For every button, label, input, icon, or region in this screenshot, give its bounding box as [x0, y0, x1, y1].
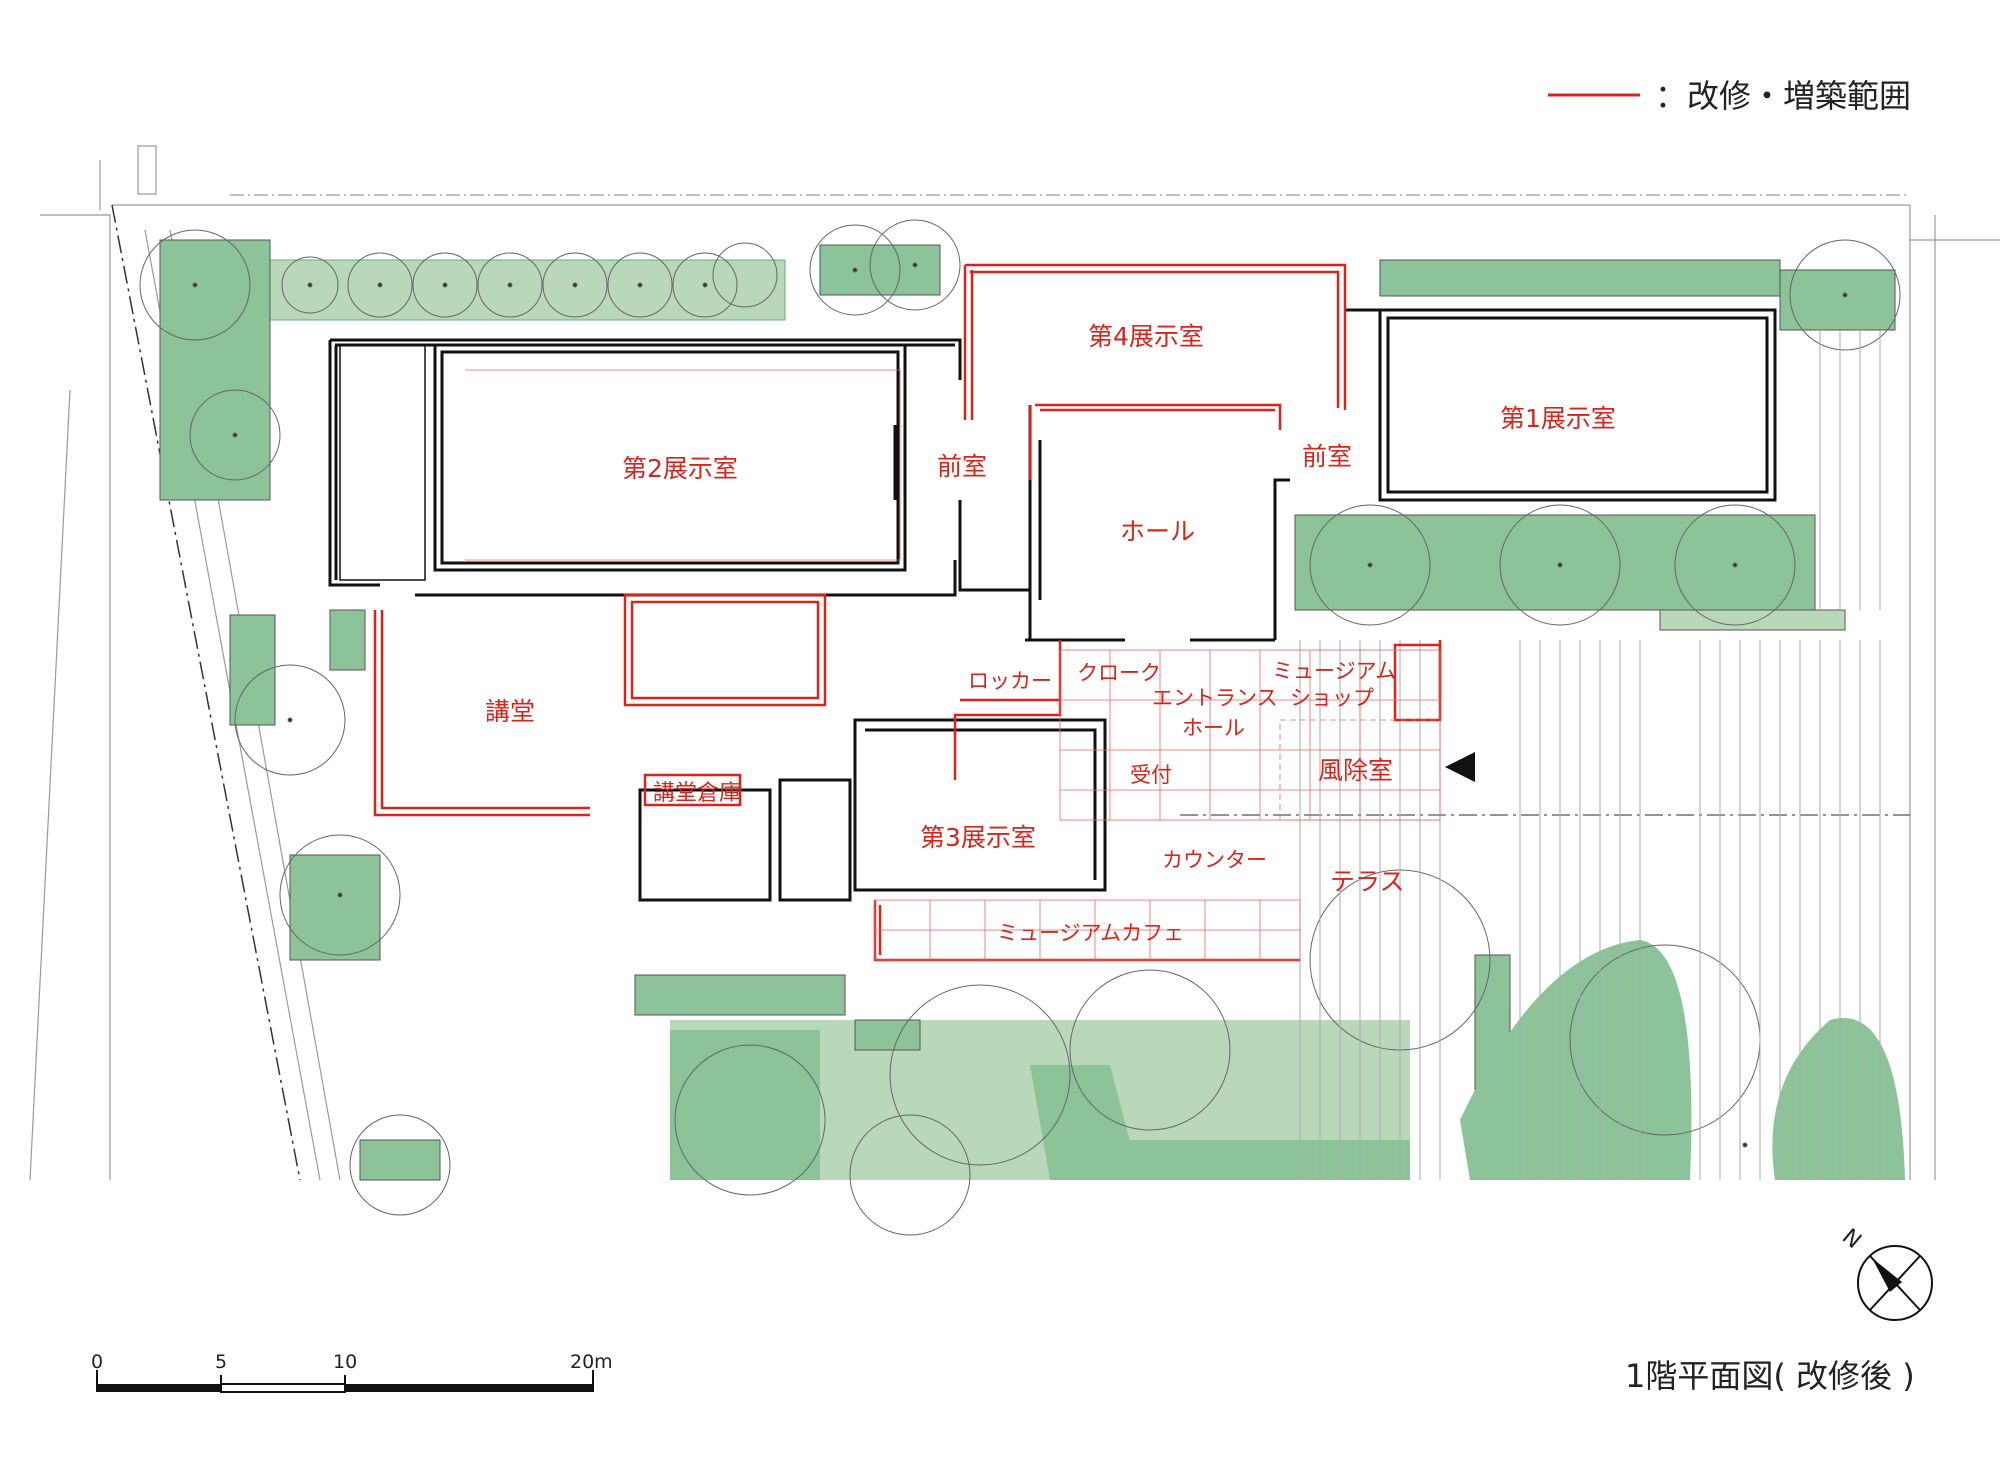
garden	[1030, 1065, 1140, 1180]
building-walls	[328, 308, 1777, 902]
label-anteroom-left: 前室	[937, 452, 987, 481]
label-entrance-1: エントランス	[1152, 686, 1278, 710]
drawing-title: 1階平面図( 改修後 )	[1625, 1357, 1915, 1395]
label-gallery2: 第2展示室	[622, 454, 738, 483]
label-shop-2: ショップ	[1290, 686, 1374, 710]
label-auditorium-storage: 講堂倉庫	[653, 781, 741, 806]
north-arrow: N	[1837, 1224, 1933, 1321]
garden	[1772, 1018, 1905, 1180]
lawn	[634, 974, 846, 1016]
garden	[1120, 1140, 1410, 1180]
room-labels: 第4展示室 第1展示室 第2展示室 前室 前室 ホール 講堂 講堂倉庫 ロッカー…	[485, 322, 1616, 945]
lawn	[359, 1139, 441, 1181]
renovation-lines	[373, 263, 1442, 962]
lawn	[1379, 259, 1781, 297]
lawn	[159, 239, 271, 501]
label-gallery1: 第1展示室	[1500, 404, 1616, 433]
lawn	[1779, 269, 1896, 331]
scale-tick-20m: 20m	[570, 1351, 613, 1373]
label-anteroom-right: 前室	[1302, 442, 1352, 471]
scale-bar: 0 5 10 20m	[91, 1351, 613, 1393]
lawn	[329, 609, 366, 671]
scale-tick-5: 5	[215, 1351, 227, 1373]
red-grid	[465, 369, 1441, 961]
label-terrace: テラス	[1330, 867, 1405, 896]
stair	[638, 788, 772, 902]
label-gallery3: 第3展示室	[920, 823, 1036, 852]
lawn	[854, 1019, 921, 1051]
landscape	[139, 219, 1905, 1236]
lawn	[289, 854, 381, 961]
north-label: N	[1837, 1224, 1866, 1254]
garden	[670, 1030, 820, 1180]
label-shop-1: ミュージアム	[1272, 659, 1396, 683]
stair	[339, 344, 426, 581]
label-counter: カウンター	[1162, 848, 1267, 872]
scale-tick-0: 0	[91, 1351, 103, 1373]
scale-tick-10: 10	[333, 1351, 357, 1373]
garden	[1460, 940, 1692, 1180]
lawn	[224, 259, 786, 321]
lawn	[1659, 609, 1846, 631]
label-entrance-2: ホール	[1182, 716, 1245, 740]
label-cafe: ミュージアムカフェ	[997, 921, 1184, 945]
label-cloak: クローク	[1077, 661, 1161, 685]
lawn	[1294, 514, 1816, 611]
label-reception: 受付	[1130, 763, 1172, 787]
legend: ：改修・増築範囲	[1548, 77, 1911, 115]
label-auditorium: 講堂	[485, 697, 535, 726]
label-windbreak: 風除室	[1318, 756, 1393, 785]
label-hall: ホール	[1120, 517, 1195, 546]
entrance-arrow-icon	[1445, 752, 1475, 782]
elevator	[778, 778, 852, 902]
north-arrow-icon	[1857, 1245, 1933, 1321]
label-locker: ロッカー	[968, 669, 1052, 693]
legend-label: ：改修・増築範囲	[1655, 77, 1911, 115]
lawn	[819, 244, 941, 296]
label-gallery4: 第4展示室	[1088, 322, 1204, 351]
